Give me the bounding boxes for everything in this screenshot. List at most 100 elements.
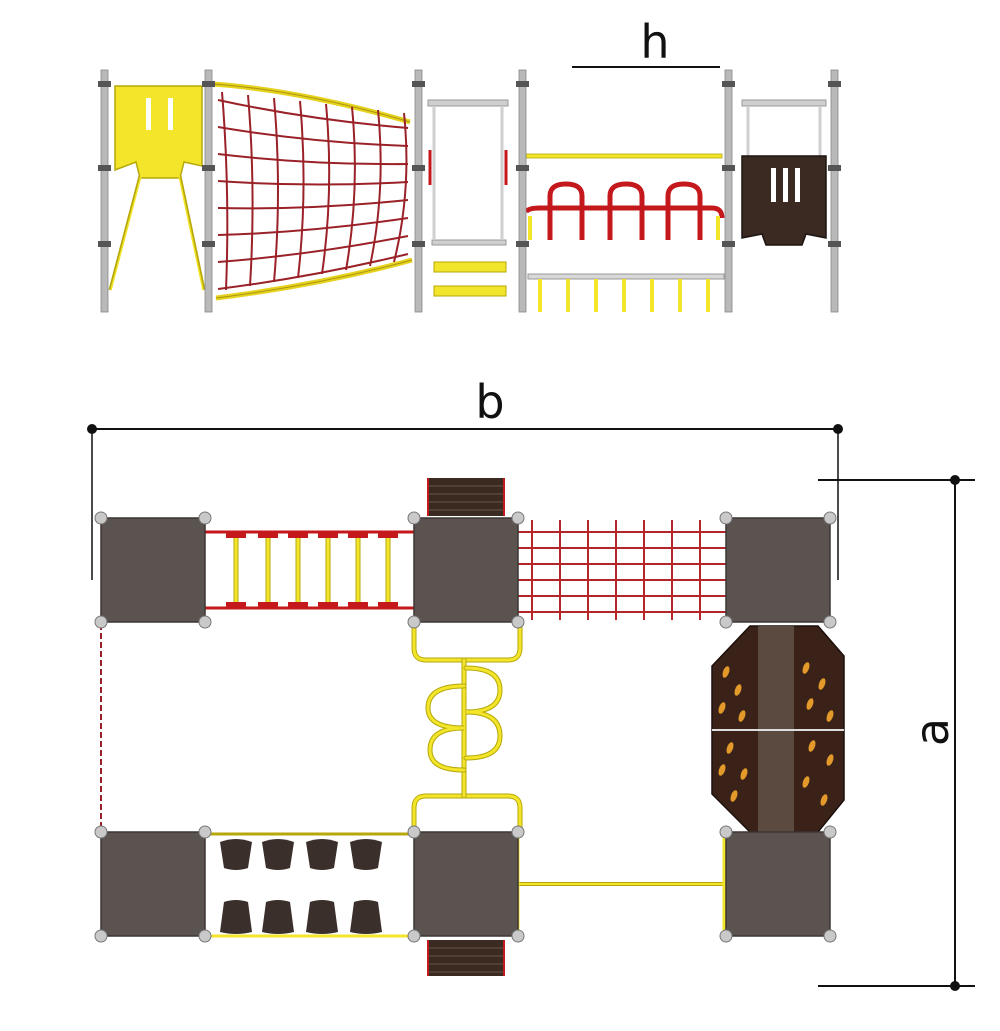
platform (725, 831, 831, 937)
post-clamp (98, 165, 111, 171)
net-strand (273, 97, 279, 283)
width-dimension: b (87, 375, 843, 580)
corner-post (198, 511, 212, 525)
post (414, 69, 423, 313)
corner-post (511, 511, 525, 525)
net-strand (217, 180, 409, 186)
climbing-hold (718, 764, 726, 776)
post (204, 69, 213, 313)
climbing-wall (711, 625, 845, 833)
rung-cap (318, 532, 338, 538)
climbing-hold (818, 678, 826, 690)
platform (413, 517, 519, 623)
climbing-hold (808, 740, 816, 752)
plan-view (94, 478, 845, 976)
post-clamp (828, 81, 841, 87)
slide-platform-panel (108, 85, 206, 291)
corner-post (198, 615, 212, 629)
elevation-view: h (98, 15, 841, 313)
corner-post (94, 825, 108, 839)
climbing-hold (820, 794, 828, 806)
rung-cap (318, 602, 338, 608)
balance-rail (516, 836, 726, 936)
net-strand (217, 126, 409, 147)
step-pad (220, 900, 252, 934)
climbing-hold (826, 754, 834, 766)
rope-net-bridge (211, 81, 413, 301)
post-clamp (202, 165, 215, 171)
corner-post (719, 929, 733, 943)
climbing-hold (722, 666, 730, 678)
depth-dimension: a (818, 475, 975, 991)
depth-label: a (905, 718, 959, 746)
net-strand (393, 112, 408, 263)
elevation-posts (98, 69, 841, 313)
rung-cap (226, 602, 246, 608)
height-dimension: h (572, 15, 720, 69)
rung-cap (226, 532, 246, 538)
platform (725, 517, 831, 623)
net-strand (217, 153, 409, 166)
ladder-bridge (205, 530, 414, 610)
corner-post (511, 929, 525, 943)
post-clamp (412, 241, 425, 247)
post-clamp (412, 165, 425, 171)
corner-post (823, 615, 837, 629)
post-clamp (202, 81, 215, 87)
ladder-tower (427, 99, 509, 297)
step-pad (220, 839, 252, 870)
corner-post (719, 615, 733, 629)
rung-cap (378, 532, 398, 538)
post-clamp (516, 81, 529, 87)
climbing-hold (738, 710, 746, 722)
post-clamp (202, 241, 215, 247)
corner-post (407, 511, 421, 525)
net-strand (369, 109, 382, 267)
post-clamp (98, 241, 111, 247)
rope-tunnel (518, 520, 728, 620)
rung-cap (258, 602, 278, 608)
rung-cap (288, 532, 308, 538)
net-strand (221, 91, 229, 291)
climbing-hold (826, 710, 834, 722)
corner-post (198, 929, 212, 943)
bottom-ramp (427, 940, 505, 976)
climbing-hold (802, 776, 810, 788)
top-ramp (427, 478, 505, 516)
post (724, 69, 733, 313)
net-strand (217, 99, 409, 129)
net-strand (217, 217, 409, 236)
platform (100, 831, 206, 937)
platform (100, 517, 206, 623)
climbing-panel-tower (741, 99, 827, 246)
net-strand (217, 235, 409, 263)
net-strand (297, 100, 305, 279)
corner-post (823, 929, 837, 943)
corner-post (511, 615, 525, 629)
corner-post (198, 825, 212, 839)
step-pad-bridge (205, 832, 414, 938)
climbing-hold (726, 742, 734, 754)
post-clamp (516, 241, 529, 247)
net-strand (217, 253, 409, 290)
net-strand (217, 199, 409, 210)
corner-post (94, 511, 108, 525)
step-pad (350, 839, 382, 870)
rung-cap (348, 602, 368, 608)
net-strand (345, 106, 356, 271)
post-clamp (516, 165, 529, 171)
step-pad (350, 900, 382, 934)
corner-post (407, 825, 421, 839)
climbing-hold (740, 768, 748, 780)
post (100, 69, 109, 313)
platforms (94, 511, 837, 943)
corner-post (719, 825, 733, 839)
post-clamp (722, 165, 735, 171)
monkey-bar-frame (523, 153, 725, 312)
width-label: b (475, 375, 504, 429)
net-strand (321, 103, 331, 275)
step-pad (262, 900, 294, 934)
climbing-hold (802, 662, 810, 674)
rung-cap (258, 532, 278, 538)
